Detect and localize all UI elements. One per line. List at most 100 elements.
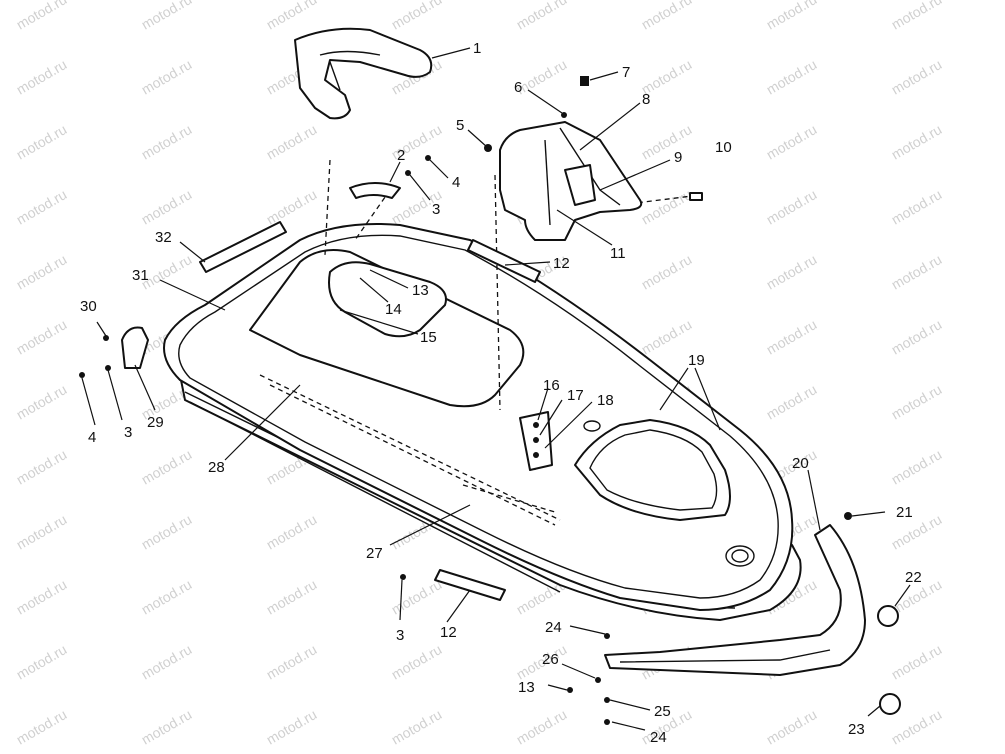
callout-14: 14 [385, 301, 402, 318]
callout-30: 30 [80, 298, 97, 315]
watermark-text: motod.ru [514, 0, 570, 33]
side-vent [121, 326, 149, 369]
watermark-text: motod.ru [264, 511, 320, 552]
front-bumper [604, 524, 866, 676]
watermark-text: motod.ru [264, 186, 320, 227]
watermark-text: motod.ru [639, 316, 695, 357]
callout-25: 25 [654, 703, 671, 720]
callout-11: 11 [610, 245, 626, 262]
watermark-text: motod.ru [764, 186, 820, 227]
watermark-text: motod.ru [639, 0, 695, 33]
watermark-text: motod.ru [264, 641, 320, 682]
callout-23: 23 [848, 721, 865, 738]
watermark-text: motod.ru [889, 121, 945, 162]
callout-19: 19 [688, 352, 705, 369]
watermark-text: motod.ru [139, 706, 195, 747]
callout-17: 17 [567, 387, 584, 404]
watermark-text: motod.ru [139, 511, 195, 552]
callout-12: 12 [553, 255, 570, 272]
callout-24: 24 [545, 619, 562, 636]
watermark-text: motod.ru [889, 446, 945, 487]
watermark-text: motod.ru [889, 186, 945, 227]
watermark-text: motod.ru [264, 121, 320, 162]
callout-13-b: 13 [518, 679, 535, 696]
watermark-text: motod.ru [139, 0, 195, 33]
watermark-text: motod.ru [14, 251, 70, 292]
watermark-text: motod.ru [14, 446, 70, 487]
watermark-text: motod.ru [264, 706, 320, 747]
callout-7: 7 [622, 64, 630, 81]
grab-handle [349, 182, 401, 199]
watermark-text: motod.ru [889, 0, 945, 33]
watermark-text: motod.ru [264, 576, 320, 617]
watermark-text: motod.ru [14, 706, 70, 747]
watermark-text: motod.ru [139, 186, 195, 227]
watermark-text: motod.ru [764, 316, 820, 357]
hull-assembly [163, 159, 802, 621]
callout-29: 29 [147, 414, 164, 431]
callout-18: 18 [597, 392, 614, 409]
watermark-text: motod.ru [764, 381, 820, 422]
callout-4: 4 [452, 174, 460, 191]
watermark-text: motod.ru [889, 641, 945, 682]
callout-3-b: 3 [124, 424, 132, 441]
watermark-text: motod.ru [389, 641, 445, 682]
watermark-text: motod.ru [139, 56, 195, 97]
watermark-text: motod.ru [889, 381, 945, 422]
watermark-text: motod.ru [389, 706, 445, 747]
watermark-text: motod.ru [764, 121, 820, 162]
watermark-text: motod.ru [639, 186, 695, 227]
callout-32: 32 [155, 229, 172, 246]
watermark-text: motod.ru [14, 121, 70, 162]
callout-24-b: 24 [650, 729, 667, 746]
watermark-text: motod.ru [14, 0, 70, 33]
watermark-text: motod.ru [764, 706, 820, 747]
watermark-text: motod.ru [764, 56, 820, 97]
watermark-text: motod.ru [14, 511, 70, 552]
callout-2: 2 [397, 147, 405, 164]
callout-16: 16 [543, 377, 560, 394]
callout-10: 10 [715, 139, 732, 156]
callout-26: 26 [542, 651, 559, 668]
callout-27: 27 [366, 545, 383, 562]
callout-1: 1 [473, 40, 481, 57]
rail-32 [199, 221, 287, 273]
rail-12b [434, 569, 506, 601]
callout-8: 8 [642, 91, 650, 108]
callout-22: 22 [905, 569, 922, 586]
watermark-text: motod.ru [889, 56, 945, 97]
watermark-text: motod.ru [14, 56, 70, 97]
watermark-text: motod.ru [14, 381, 70, 422]
callout-6: 6 [514, 79, 522, 96]
watermark-text: motod.ru [389, 0, 445, 33]
watermark-text: motod.ru [639, 251, 695, 292]
leader-lines [81, 47, 911, 731]
callout-28: 28 [208, 459, 225, 476]
watermark-text: motod.ru [14, 186, 70, 227]
watermark-text: motod.ru [139, 446, 195, 487]
callout-13: 13 [412, 282, 429, 299]
watermark-text: motod.ru [139, 576, 195, 617]
watermark-text: motod.ru [889, 251, 945, 292]
watermark-text: motod.ru [764, 0, 820, 33]
callout-31: 31 [132, 267, 149, 284]
watermark-text: motod.ru [14, 316, 70, 357]
callout-21: 21 [896, 504, 913, 521]
watermark-text: motod.ru [139, 641, 195, 682]
callout-9: 9 [674, 149, 682, 166]
watermark-text: motod.ru [889, 316, 945, 357]
watermark-text: motod.ru [389, 576, 445, 617]
watermark-text: motod.ru [14, 576, 70, 617]
watermark-text: motod.ru [139, 121, 195, 162]
callout-3: 3 [432, 201, 440, 218]
watermark-text: motod.ru [764, 251, 820, 292]
callout-12-b: 12 [440, 624, 457, 641]
watermark-text: motod.ru [264, 0, 320, 33]
callout-3-c: 3 [396, 627, 404, 644]
watermark-text: motod.ru [14, 641, 70, 682]
callout-5: 5 [456, 117, 464, 134]
watermark-text: motod.ru [639, 121, 695, 162]
watermark-text: motod.ru [514, 706, 570, 747]
rail-12a [467, 239, 541, 283]
